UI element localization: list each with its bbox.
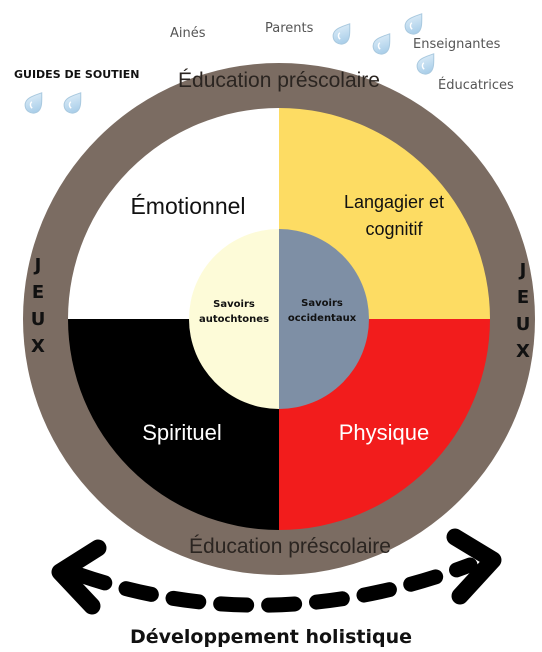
drop-icon-3 — [332, 23, 351, 45]
label-guides-de-soutien: GUIDES DE SOUTIEN — [14, 68, 140, 81]
jeux-left-j: J — [33, 255, 42, 276]
jeux-right-e: E — [517, 287, 529, 308]
label-aines: Ainés — [170, 26, 206, 41]
drop-icon-4 — [372, 33, 391, 55]
label-enseignantes: Enseignantes — [413, 37, 501, 52]
holistic-arrow-dashes — [72, 557, 478, 613]
quadrant-spirituel-label: Spirituel — [142, 420, 221, 445]
center-right-half — [279, 229, 369, 409]
drop-icon-6 — [416, 53, 435, 75]
center-left-half — [189, 229, 279, 409]
center-left-line2: autochtones — [199, 314, 269, 325]
label-educatrices: Éducatrices — [438, 78, 514, 93]
ring-bottom-text: Éducation préscolaire — [189, 535, 391, 558]
label-parents: Parents — [265, 21, 314, 36]
jeux-right-u: U — [516, 314, 531, 335]
quadrant-langagier-label-line1: Langagier et — [344, 192, 444, 212]
jeux-left-e: E — [32, 282, 44, 303]
ring-top-text: Éducation préscolaire — [178, 69, 380, 92]
center-left-line1: Savoirs — [213, 299, 255, 310]
jeux-right-j: J — [518, 260, 527, 281]
drop-icon-1 — [24, 92, 43, 114]
drop-icon-2 — [63, 92, 82, 114]
arrow-head-left-icon — [51, 539, 107, 615]
jeux-left-u: U — [31, 309, 46, 330]
quadrant-physique-label: Physique — [339, 420, 430, 445]
quadrant-langagier-label-line2: cognitif — [365, 219, 423, 239]
quadrant-emotionnel-label: Émotionnel — [130, 193, 245, 219]
jeux-left-x: X — [31, 336, 45, 357]
footer-title: Développement holistique — [129, 626, 412, 648]
center-right-line1: Savoirs — [301, 298, 343, 309]
arrow-head-right-icon — [446, 528, 502, 605]
drop-icon-5 — [404, 13, 423, 35]
jeux-right-x: X — [516, 341, 530, 362]
center-right-line2: occidentaux — [288, 313, 357, 324]
